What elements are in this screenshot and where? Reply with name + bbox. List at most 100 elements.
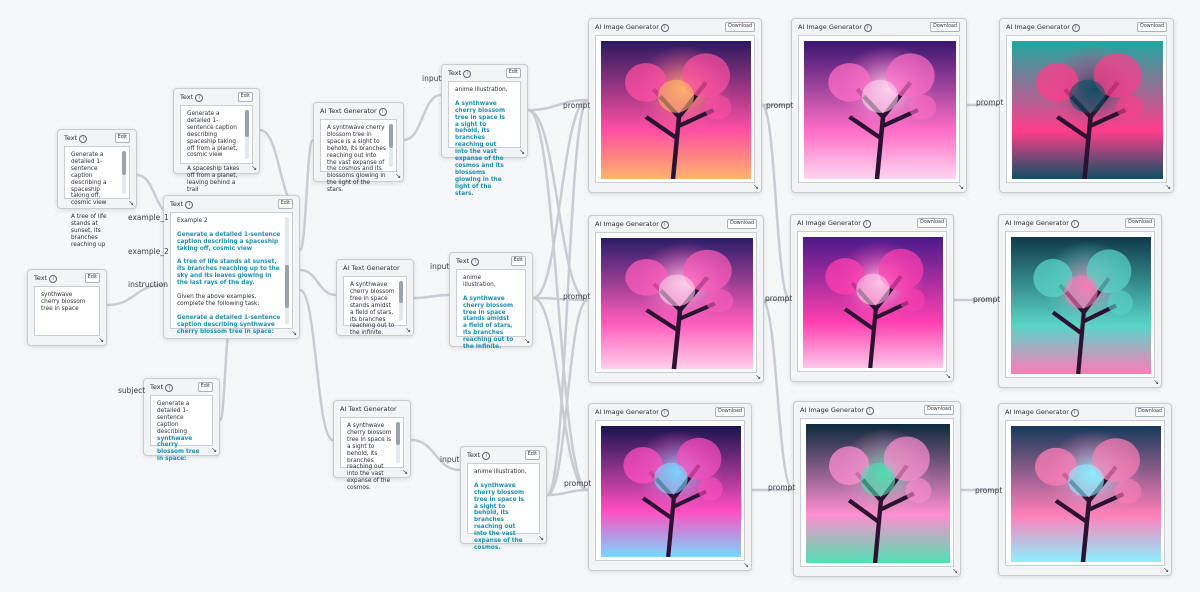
resize-handle-icon[interactable]: ↘ (538, 534, 544, 542)
text-area[interactable]: Example 2 Generate a detailed 1-sentence… (170, 212, 293, 335)
generated-image[interactable] (806, 424, 950, 564)
resize-handle-icon[interactable]: ↘ (524, 337, 530, 345)
download-button[interactable]: Download (930, 22, 960, 32)
scroll-thumb[interactable] (389, 124, 393, 148)
info-icon[interactable]: i (185, 200, 194, 209)
output-area[interactable]: A synthwave cherry blossom tree in space… (343, 276, 407, 336)
resize-handle-icon[interactable]: ↘ (743, 561, 749, 569)
text-area[interactable]: anime illustration, A synthwave cherry b… (448, 81, 521, 197)
download-button[interactable]: Download (1137, 22, 1167, 32)
edit-button[interactable]: Edit (237, 92, 253, 102)
scroll-thumb[interactable] (122, 151, 126, 175)
edit-button[interactable]: Edit (84, 273, 100, 283)
info-icon[interactable]: i (49, 274, 58, 283)
resize-handle-icon[interactable]: ↘ (211, 446, 217, 454)
resize-handle-icon[interactable]: ↘ (755, 373, 761, 381)
info-icon[interactable]: i (463, 69, 472, 78)
info-icon[interactable]: i (378, 107, 387, 116)
info-icon[interactable]: i (862, 219, 871, 228)
generated-image[interactable] (601, 426, 741, 558)
resize-handle-icon[interactable]: ↘ (958, 183, 964, 191)
resize-handle-icon[interactable]: ↘ (1153, 378, 1159, 386)
info-icon[interactable]: i (660, 408, 669, 417)
edit-button[interactable]: Edit (197, 382, 213, 392)
resize-handle-icon[interactable]: ↘ (251, 164, 257, 172)
download-button[interactable]: Download (727, 219, 757, 229)
info-icon[interactable]: i (1071, 23, 1080, 32)
generated-image[interactable] (1011, 237, 1151, 375)
output-area[interactable]: A synthwave cherry blossom tree in space… (320, 119, 397, 193)
generated-image[interactable] (1011, 426, 1161, 563)
text-area[interactable]: anime illustration, A synthwave cherry b… (467, 463, 540, 551)
resize-handle-icon[interactable]: ↘ (402, 468, 408, 476)
scroll-thumb[interactable] (285, 265, 289, 308)
info-icon[interactable]: i (471, 257, 480, 266)
edit-button[interactable]: Edit (510, 256, 526, 266)
scrollbar[interactable] (245, 110, 249, 159)
scrollbar[interactable] (396, 422, 400, 463)
edit-button[interactable]: Edit (524, 450, 540, 460)
text-area[interactable]: Generate a detailed 1-sentence caption d… (180, 105, 253, 193)
generated-image[interactable] (804, 41, 956, 180)
output-area[interactable]: A synthwave cherry blossom tree in space… (340, 417, 404, 491)
resize-handle-icon[interactable]: ↘ (1165, 183, 1171, 191)
scrollbar[interactable] (122, 151, 126, 194)
info-icon[interactable]: i (865, 406, 874, 415)
generated-image[interactable] (601, 238, 753, 370)
info-icon[interactable]: i (79, 134, 88, 143)
resize-handle-icon[interactable]: ↘ (952, 567, 958, 575)
download-button[interactable]: Download (1135, 407, 1165, 417)
info-icon[interactable]: i (482, 451, 491, 460)
edit-button[interactable]: Edit (114, 133, 130, 143)
info-icon[interactable]: i (660, 23, 669, 32)
scrollbar[interactable] (399, 281, 403, 321)
edit-button[interactable]: Edit (277, 199, 293, 209)
text-area[interactable]: anime illustration, A synthwave cherry b… (456, 269, 526, 350)
text-area[interactable]: Generate a detailed 1-sentence caption d… (150, 395, 213, 462)
resize-handle-icon[interactable]: ↘ (291, 329, 297, 337)
scrollbar[interactable] (285, 217, 289, 324)
resize-handle-icon[interactable]: ↘ (753, 183, 759, 191)
info-icon[interactable]: i (660, 220, 669, 229)
download-button[interactable]: Download (715, 407, 745, 417)
download-button[interactable]: Download (924, 405, 954, 415)
resize-handle-icon[interactable]: ↘ (519, 148, 525, 156)
scroll-thumb[interactable] (396, 422, 400, 445)
text-area[interactable]: synthwave cherry blossom tree in space (34, 286, 100, 336)
resize-handle-icon[interactable]: ↘ (1163, 566, 1169, 574)
info-icon[interactable]: i (195, 93, 204, 102)
scroll-thumb[interactable] (245, 110, 249, 137)
info-icon[interactable]: i (1070, 219, 1079, 228)
download-button[interactable]: Download (917, 218, 947, 228)
resize-handle-icon[interactable]: ↘ (98, 336, 104, 344)
download-button[interactable]: Download (725, 22, 755, 32)
info-icon[interactable]: i (165, 383, 174, 392)
text-area[interactable]: Generate a detailed 1-sentence caption d… (64, 146, 130, 248)
info-icon[interactable]: i (863, 23, 872, 32)
scrollbar[interactable] (389, 124, 393, 167)
generated-image[interactable] (601, 41, 751, 180)
download-button[interactable]: Download (1125, 218, 1155, 228)
info-icon[interactable]: i (1070, 408, 1079, 417)
resize-handle-icon[interactable]: ↘ (405, 326, 411, 334)
resize-handle-icon[interactable]: ↘ (395, 172, 401, 180)
